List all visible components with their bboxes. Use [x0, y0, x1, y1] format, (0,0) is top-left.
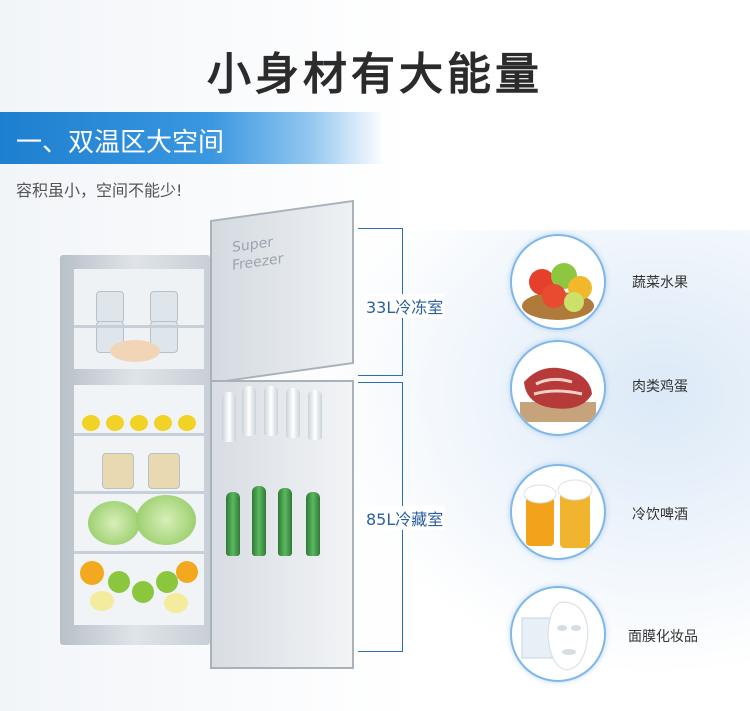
green-bottle	[306, 492, 320, 556]
fruit-basket-icon	[510, 234, 606, 330]
freezer-shelf	[74, 325, 204, 328]
section-banner: 一、双温区大空间	[0, 112, 384, 164]
jar	[148, 453, 180, 489]
section-banner-text: 一、双温区大空间	[16, 128, 225, 158]
face-mask-icon	[510, 586, 606, 682]
apple	[156, 571, 178, 593]
pear	[90, 591, 114, 611]
section-subtitle: 容积虽小，空间不能少!	[16, 181, 183, 200]
apple	[108, 571, 130, 593]
fridge-shelf	[74, 491, 204, 494]
fridge-shelf	[74, 433, 204, 436]
freezer-door: Super Freezer	[210, 199, 354, 385]
milk-bottle	[286, 388, 300, 438]
green-bottle	[226, 492, 240, 556]
container	[96, 291, 124, 323]
feature-label-beer: 冷饮啤酒	[632, 507, 688, 523]
orange	[80, 561, 104, 585]
beer-icon	[510, 464, 606, 560]
pear	[164, 593, 188, 613]
green-bottle	[252, 486, 266, 556]
fridge-door	[210, 380, 354, 669]
feature-label-fruit: 蔬菜水果	[632, 275, 688, 291]
milk-bottle	[264, 386, 278, 436]
milk-bottle	[242, 386, 256, 436]
apple	[132, 581, 154, 603]
cabbage	[88, 501, 140, 545]
lemon	[130, 415, 148, 431]
fridge-shelf	[74, 551, 204, 554]
lemon	[106, 415, 124, 431]
feature-label-mask: 面膜化妆品	[628, 629, 698, 645]
container	[150, 291, 178, 323]
lemon	[178, 415, 196, 431]
green-bottle	[278, 488, 292, 556]
chicken	[110, 340, 160, 362]
meat-icon	[510, 340, 606, 436]
freezer-capacity-label: 33L冷冻室	[364, 294, 446, 318]
milk-bottle	[308, 390, 322, 440]
freezer-door-text: Super Freezer	[232, 234, 284, 275]
orange	[176, 561, 198, 583]
cabbage	[136, 495, 196, 545]
lemon	[82, 415, 100, 431]
fridge-capacity-label: 85L冷藏室	[364, 506, 446, 530]
milk-bottle	[222, 392, 236, 442]
page-title: 小身材有大能量	[207, 49, 543, 100]
lemon	[154, 415, 172, 431]
fridge-illustration: Super Freezer	[60, 199, 354, 669]
jar	[102, 453, 134, 489]
feature-label-meat: 肉类鸡蛋	[632, 379, 688, 395]
